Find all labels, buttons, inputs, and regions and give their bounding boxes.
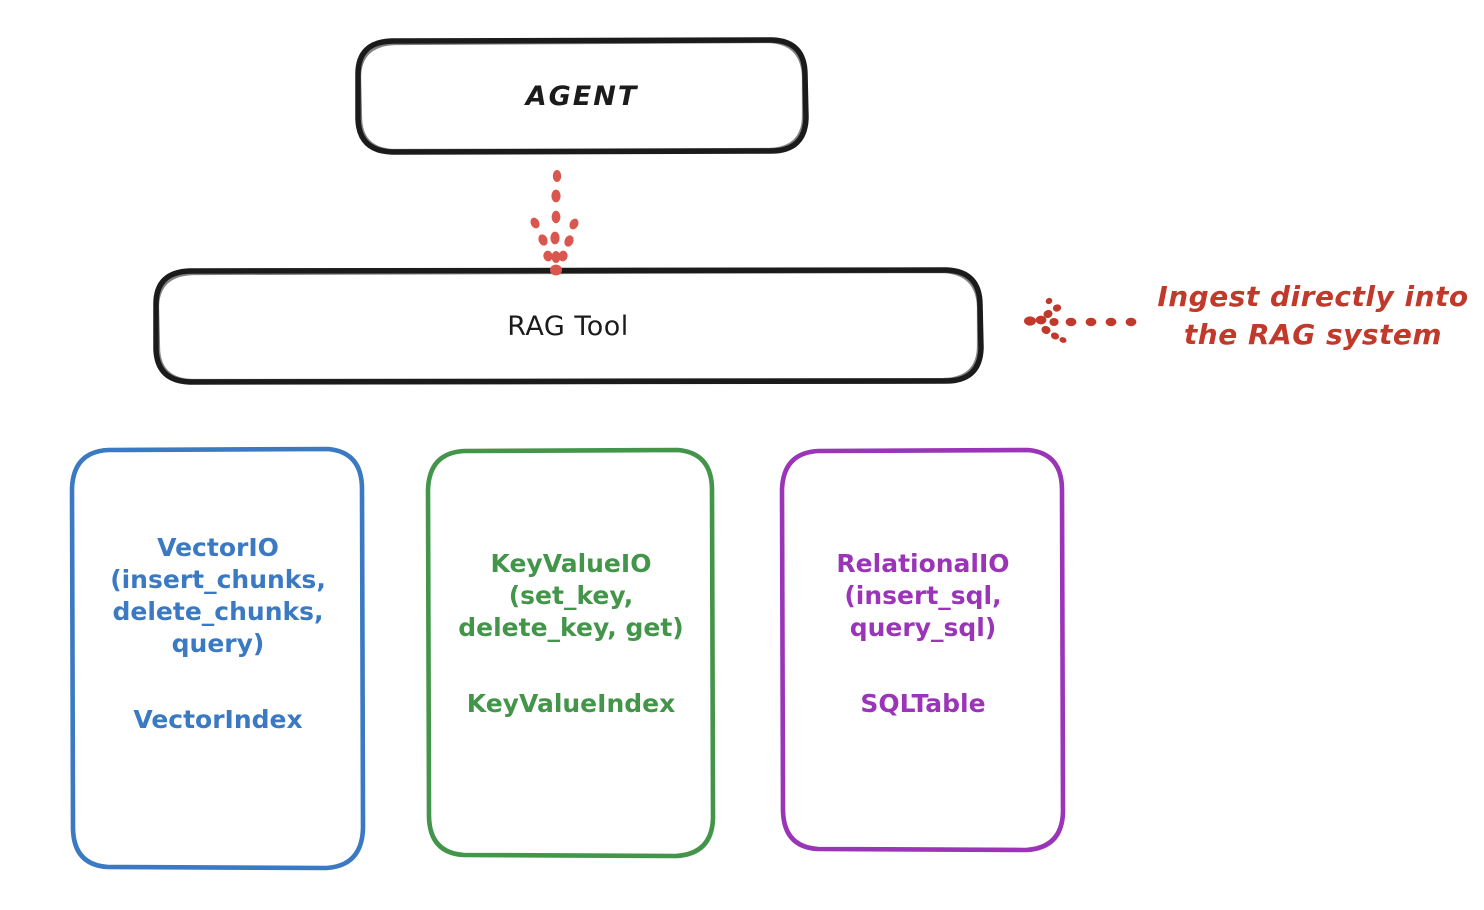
relational-io-node[interactable] — [779, 447, 1066, 853]
rag-tool-box-outline-sketch — [156, 270, 980, 382]
rag-tool-node[interactable] — [153, 267, 984, 385]
ingest-to-rag-tool-arrow — [1024, 297, 1137, 343]
vector-io-node[interactable] — [69, 446, 366, 871]
agent-box-outline — [355, 37, 809, 155]
agent-node[interactable] — [355, 37, 809, 155]
relational-io-card-outline — [779, 447, 1066, 853]
key-value-io-card-outline — [425, 447, 716, 859]
agent-box-outline-sketch — [358, 40, 805, 152]
key-value-io-node[interactable] — [425, 447, 716, 859]
vector-io-card-outline — [69, 446, 366, 871]
rag-tool-box-outline — [153, 267, 984, 385]
agent-to-rag-tool-arrow — [530, 170, 579, 276]
